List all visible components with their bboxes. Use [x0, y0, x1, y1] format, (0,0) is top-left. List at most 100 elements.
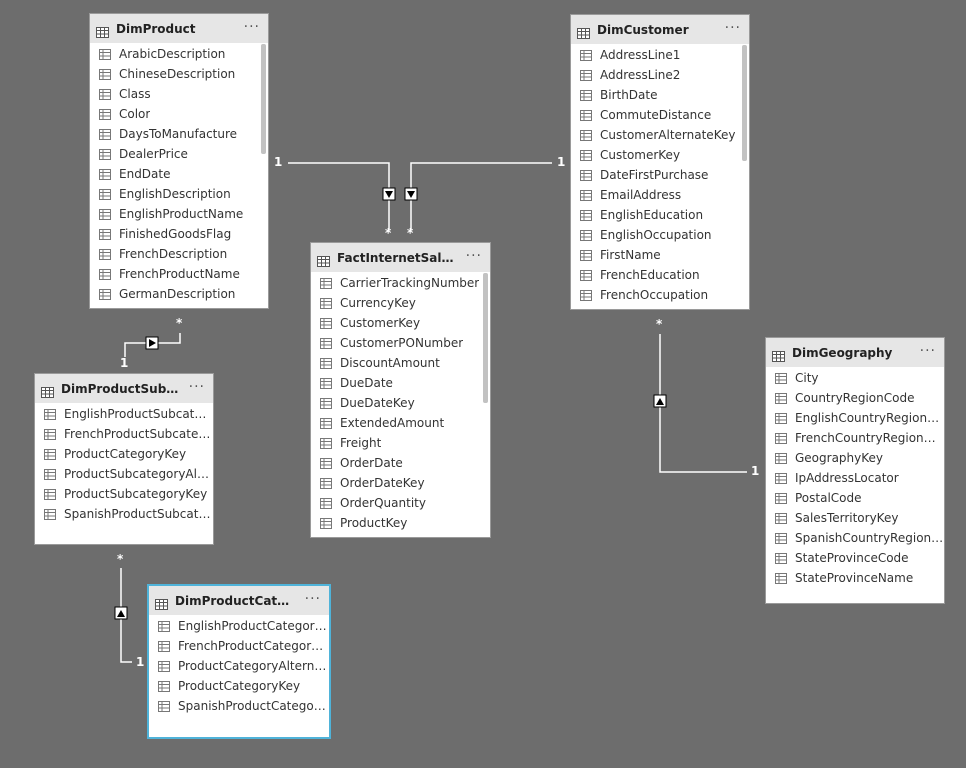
column-row[interactable]: ProductSubcategoryAlter... [35, 464, 213, 484]
table-header[interactable]: FactInternetSales··· [311, 243, 490, 272]
table-card-dimproductcategory[interactable]: DimProductCategory···EnglishProductCateg… [147, 584, 331, 739]
column-row[interactable]: CustomerAlternateKey [571, 125, 749, 145]
column-row[interactable]: EnglishEducation [571, 205, 749, 225]
column-row[interactable]: Freight [311, 433, 490, 453]
column-row[interactable]: AddressLine1 [571, 45, 749, 65]
column-row[interactable]: DueDate [311, 373, 490, 393]
column-row[interactable]: ProductKey [311, 513, 490, 533]
column-row[interactable]: OrderQuantity [311, 493, 490, 513]
more-options-icon[interactable]: ··· [724, 20, 741, 36]
column-row[interactable]: ProductCategoryAlternat... [149, 656, 329, 676]
column-row[interactable]: EnglishProductCategory... [149, 616, 329, 636]
column-row[interactable]: EnglishOccupation [571, 225, 749, 245]
column-row[interactable]: EmailAddress [571, 185, 749, 205]
resize-grip-icon[interactable] [321, 729, 328, 736]
column-row[interactable]: DueDateKey [311, 393, 490, 413]
column-row[interactable]: DaysToManufacture [90, 124, 268, 144]
column-row[interactable]: ExtendedAmount [311, 413, 490, 433]
column-row[interactable]: Color [90, 104, 268, 124]
more-options-icon[interactable]: ··· [304, 591, 321, 607]
more-options-icon[interactable]: ··· [465, 248, 482, 264]
column-row[interactable]: FrenchProductName [90, 264, 268, 284]
table-card-factinternetsales[interactable]: FactInternetSales···CarrierTrackingNumbe… [310, 242, 491, 538]
resize-grip-icon[interactable] [741, 301, 748, 308]
table-header[interactable]: DimProductSubcate...··· [35, 374, 213, 403]
column-row[interactable]: DateFirstPurchase [571, 165, 749, 185]
column-row[interactable]: SpanishProductCategory... [149, 696, 329, 716]
table-card-dimproductsubcategory[interactable]: DimProductSubcate...···EnglishProductSub… [34, 373, 214, 545]
column-row[interactable]: FirstName [571, 245, 749, 265]
column-row[interactable]: GeographyKey [766, 448, 944, 468]
column-row[interactable]: CarrierTrackingNumber [311, 273, 490, 293]
column-row[interactable]: Class [90, 84, 268, 104]
column-row[interactable]: FrenchOccupation [571, 285, 749, 305]
column-row[interactable]: EnglishCountryRegionNa... [766, 408, 944, 428]
column-row[interactable]: FrenchDescription [90, 244, 268, 264]
table-header[interactable]: DimProduct··· [90, 14, 268, 43]
table-header[interactable]: DimGeography··· [766, 338, 944, 367]
column-row[interactable]: CustomerPONumber [311, 333, 490, 353]
column-row[interactable]: FrenchEducation [571, 265, 749, 285]
column-row[interactable]: SpanishProductSubcateg... [35, 504, 213, 524]
column-icon [320, 497, 332, 509]
more-options-icon[interactable]: ··· [243, 19, 260, 35]
column-row[interactable]: City [766, 368, 944, 388]
column-row[interactable]: GermanDescription [90, 284, 268, 304]
column-row[interactable]: DiscountAmount [311, 353, 490, 373]
column-row[interactable]: StateProvinceName [766, 568, 944, 588]
resize-grip-icon[interactable] [482, 529, 489, 536]
column-row[interactable]: AddressLine2 [571, 65, 749, 85]
table-header[interactable]: DimCustomer··· [571, 15, 749, 44]
more-options-icon[interactable]: ··· [919, 343, 936, 359]
column-row[interactable]: IpAddressLocator [766, 468, 944, 488]
scrollbar[interactable] [483, 273, 488, 403]
column-row[interactable]: FinishedGoodsFlag [90, 224, 268, 244]
column-row[interactable]: FrenchProductCategoryN... [149, 636, 329, 656]
column-row[interactable]: SalesTerritoryKey [766, 508, 944, 528]
scrollbar[interactable] [742, 45, 747, 161]
column-row[interactable]: FrenchProductSubcatego... [35, 424, 213, 444]
column-row[interactable]: EnglishProductName [90, 204, 268, 224]
more-options-icon[interactable]: ··· [188, 379, 205, 395]
column-row[interactable]: EnglishProductSubcatego... [35, 404, 213, 424]
column-row[interactable]: FrenchCountryRegionNa... [766, 428, 944, 448]
column-list[interactable]: EnglishProductCategory...FrenchProductCa… [149, 615, 329, 716]
column-row[interactable]: OrderDateKey [311, 473, 490, 493]
resize-grip-icon[interactable] [260, 300, 267, 307]
column-icon [99, 228, 111, 240]
column-row[interactable]: StateProvinceCode [766, 548, 944, 568]
resize-grip-icon[interactable] [936, 595, 943, 602]
column-row[interactable]: DealerPrice [90, 144, 268, 164]
column-row[interactable]: BirthDate [571, 85, 749, 105]
column-row[interactable]: ProductCategoryKey [149, 676, 329, 696]
table-header[interactable]: DimProductCategory··· [149, 586, 329, 615]
column-row[interactable]: CountryRegionCode [766, 388, 944, 408]
column-list[interactable]: EnglishProductSubcatego...FrenchProductS… [35, 403, 213, 524]
column-name: FrenchEducation [600, 268, 700, 282]
column-row[interactable]: ChineseDescription [90, 64, 268, 84]
column-name: ProductKey [340, 516, 408, 530]
column-row[interactable]: ProductSubcategoryKey [35, 484, 213, 504]
column-icon [775, 432, 787, 444]
resize-grip-icon[interactable] [205, 536, 212, 543]
column-row[interactable]: CurrencyKey [311, 293, 490, 313]
column-row[interactable]: CommuteDistance [571, 105, 749, 125]
column-row[interactable]: EndDate [90, 164, 268, 184]
column-row[interactable]: ArabicDescription [90, 44, 268, 64]
column-row[interactable]: PostalCode [766, 488, 944, 508]
column-row[interactable]: CustomerKey [571, 145, 749, 165]
column-icon [99, 148, 111, 160]
column-row[interactable]: ProductCategoryKey [35, 444, 213, 464]
column-row[interactable]: CustomerKey [311, 313, 490, 333]
column-row[interactable]: EnglishDescription [90, 184, 268, 204]
column-row[interactable]: SpanishCountryRegionNa... [766, 528, 944, 548]
scrollbar[interactable] [261, 44, 266, 154]
column-row[interactable]: OrderDate [311, 453, 490, 473]
